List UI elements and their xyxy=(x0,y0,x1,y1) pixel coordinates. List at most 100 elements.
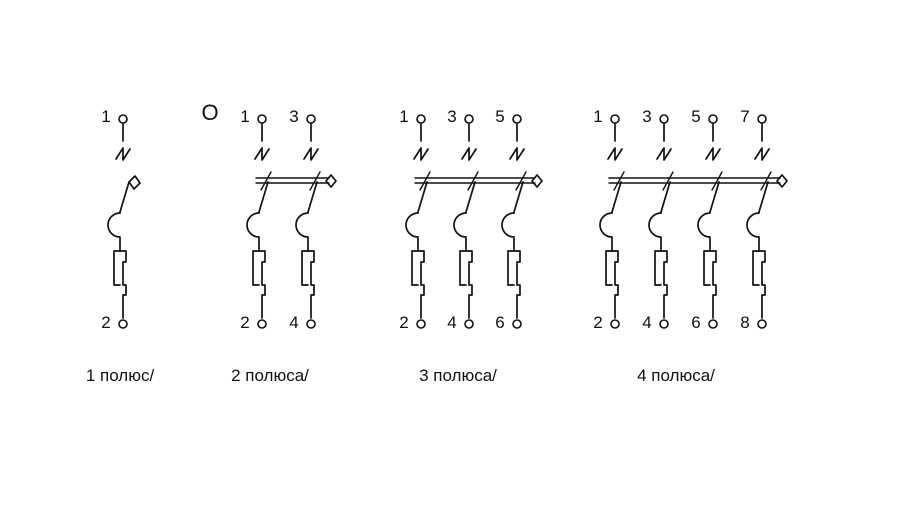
terminal-label-top: 1 xyxy=(593,107,602,126)
terminal-bottom-circle xyxy=(257,319,267,329)
terminal-top-circle xyxy=(512,114,522,124)
thermal-release xyxy=(648,211,662,252)
breaker-caption: 1 полюс/ xyxy=(86,366,155,385)
terminal-label-top: 1 xyxy=(399,107,408,126)
pole-symbol: 78 xyxy=(740,107,770,332)
magnetic-release xyxy=(752,250,760,286)
terminal-label-top: 7 xyxy=(740,107,749,126)
terminal-label-bottom: 4 xyxy=(642,313,651,332)
terminal-top-circle xyxy=(306,114,316,124)
moving-contact xyxy=(119,181,130,213)
terminal-top-circle xyxy=(708,114,718,124)
terminal-bottom-circle xyxy=(512,319,522,329)
terminal-label-bottom: 2 xyxy=(593,313,602,332)
lower-lead xyxy=(660,250,668,319)
pole-symbol: 34 xyxy=(642,107,672,332)
magnetic-release xyxy=(411,250,419,286)
terminal-top-circle xyxy=(118,114,128,124)
moving-contact xyxy=(307,181,318,213)
terminal-top-circle xyxy=(659,114,669,124)
terminal-bottom-circle xyxy=(708,319,718,329)
pole-symbol: 12 xyxy=(240,107,270,332)
terminal-label-bottom: 2 xyxy=(101,313,110,332)
contact-zigzag xyxy=(509,147,525,161)
terminal-label-top: 3 xyxy=(447,107,456,126)
moving-contact xyxy=(417,181,428,213)
coupling-link xyxy=(711,171,723,191)
magnetic-release xyxy=(605,250,613,286)
contact-zigzag xyxy=(461,147,477,161)
moving-contact xyxy=(758,181,769,213)
coupling-link xyxy=(515,171,527,191)
terminal-label-top: 5 xyxy=(691,107,700,126)
moving-contact xyxy=(660,181,671,213)
contact-zigzag xyxy=(254,147,270,161)
moving-contact xyxy=(513,181,524,213)
contact-zigzag xyxy=(413,147,429,161)
thermal-release xyxy=(453,211,467,252)
coupling-link xyxy=(260,171,272,191)
thermal-release xyxy=(697,211,711,252)
pole-symbol: 56 xyxy=(495,107,525,332)
thermal-release xyxy=(501,211,515,252)
contact-zigzag xyxy=(754,147,770,161)
marker-label: O xyxy=(201,100,218,125)
coupling-link xyxy=(419,171,431,191)
terminal-bottom-circle xyxy=(659,319,669,329)
operating-handle xyxy=(325,174,337,188)
coupling-link xyxy=(613,171,625,191)
terminal-top-circle xyxy=(757,114,767,124)
magnetic-release xyxy=(459,250,467,286)
terminal-label-bottom: 2 xyxy=(399,313,408,332)
terminal-label-bottom: 4 xyxy=(447,313,456,332)
magnetic-release xyxy=(654,250,662,286)
thermal-release xyxy=(107,211,121,252)
terminal-bottom-circle xyxy=(306,319,316,329)
lower-lead xyxy=(611,250,619,319)
lower-lead xyxy=(758,250,766,319)
terminal-label-top: 3 xyxy=(642,107,651,126)
terminal-bottom-circle xyxy=(757,319,767,329)
lower-lead xyxy=(465,250,473,319)
breaker-caption: 4 полюса/ xyxy=(637,366,715,385)
terminal-bottom-circle xyxy=(416,319,426,329)
contact-zigzag xyxy=(705,147,721,161)
pole-symbol: 34 xyxy=(447,107,477,332)
coupling-link xyxy=(760,171,772,191)
magnetic-release xyxy=(507,250,515,286)
contact-zigzag xyxy=(115,147,131,161)
terminal-label-bottom: 4 xyxy=(289,313,298,332)
thermal-release xyxy=(246,211,260,252)
magnetic-release xyxy=(113,250,121,286)
thermal-release xyxy=(405,211,419,252)
pole-symbol: 12 xyxy=(593,107,623,332)
thermal-release xyxy=(746,211,760,252)
terminal-top-circle xyxy=(464,114,474,124)
pole-symbol: 12 xyxy=(399,107,429,332)
breaker-caption: 2 полюса/ xyxy=(231,366,309,385)
coupling-link xyxy=(309,171,321,191)
coupling-link xyxy=(662,171,674,191)
terminal-bottom-circle xyxy=(118,319,128,329)
breaker-caption: 3 полюса/ xyxy=(419,366,497,385)
magnetic-release xyxy=(301,250,309,286)
terminal-label-bottom: 6 xyxy=(495,313,504,332)
operating-handle xyxy=(776,174,788,188)
operating-handle xyxy=(128,175,141,190)
terminal-label-top: 1 xyxy=(240,107,249,126)
contact-zigzag xyxy=(303,147,319,161)
terminal-bottom-circle xyxy=(464,319,474,329)
lower-lead xyxy=(417,250,425,319)
magnetic-release xyxy=(252,250,260,286)
terminal-label-top: 1 xyxy=(101,107,110,126)
pole-symbol: 56 xyxy=(691,107,721,332)
contact-zigzag xyxy=(607,147,623,161)
terminal-label-bottom: 2 xyxy=(240,313,249,332)
pole-symbol: 34 xyxy=(289,107,319,332)
terminal-top-circle xyxy=(257,114,267,124)
moving-contact xyxy=(258,181,269,213)
